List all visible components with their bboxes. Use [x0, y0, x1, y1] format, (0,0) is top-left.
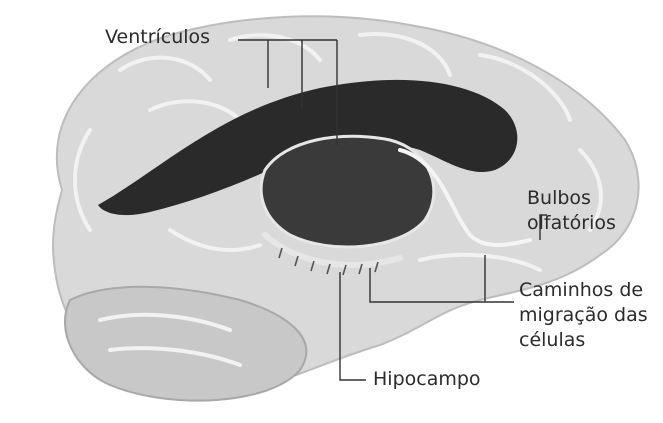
label-caminhos-line-2: migração das: [519, 303, 648, 328]
label-caminhos-line-1: Caminhos de: [519, 278, 648, 303]
label-hipocampo: Hipocampo: [373, 367, 481, 392]
label-bulbos-line-1: Bulbos: [527, 186, 616, 211]
label-bulbos-line-2: olfatórios: [527, 211, 616, 236]
label-bulbos-olfatorios: Bulbos olfatórios: [527, 186, 616, 236]
label-ventriculos: Ventrículos: [105, 25, 210, 50]
label-caminhos-line-3: células: [519, 328, 648, 353]
label-caminhos-migracao: Caminhos de migração das células: [519, 278, 648, 353]
